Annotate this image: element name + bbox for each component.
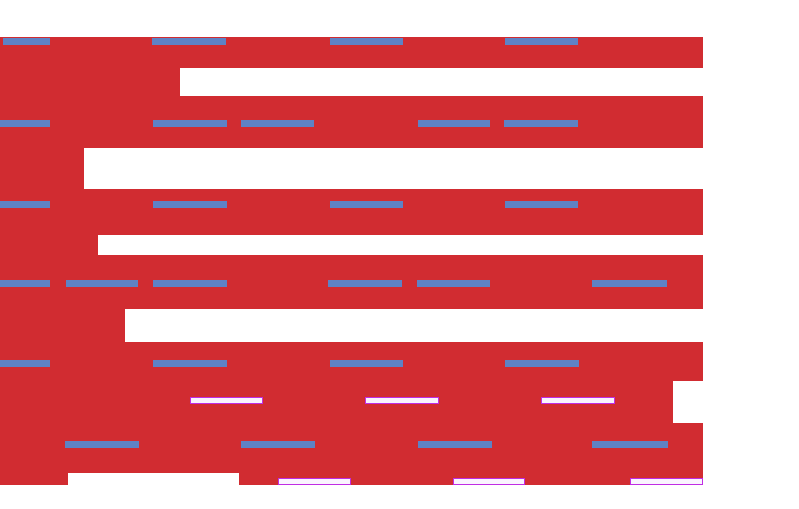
link-underline[interactable] [330,38,403,45]
link-underline[interactable] [418,120,490,127]
highlighted-link-underline[interactable] [541,397,615,404]
link-underline[interactable] [0,280,50,287]
link-underline[interactable] [592,280,667,287]
link-underline[interactable] [592,441,668,448]
link-underline[interactable] [66,280,138,287]
redacted-text-block [0,309,125,342]
link-underline[interactable] [505,360,579,367]
link-underline[interactable] [505,38,578,45]
link-underline[interactable] [3,38,50,45]
link-underline[interactable] [328,280,402,287]
link-underline[interactable] [418,441,492,448]
link-underline[interactable] [153,201,227,208]
redacted-text-block [0,68,180,96]
link-underline[interactable] [153,120,227,127]
redacted-text-block [0,96,703,148]
redacted-text-block [0,189,703,235]
link-underline[interactable] [0,201,50,208]
redacted-text-block [0,473,68,485]
highlighted-link-underline[interactable] [365,397,439,404]
link-underline[interactable] [330,201,403,208]
link-underline[interactable] [241,441,315,448]
link-underline[interactable] [330,360,403,367]
link-underline[interactable] [0,360,50,367]
link-underline[interactable] [241,120,314,127]
link-underline[interactable] [505,201,578,208]
redacted-text-block [0,235,98,255]
link-underline[interactable] [0,120,50,127]
highlighted-link-underline[interactable] [190,397,263,404]
link-underline[interactable] [152,38,226,45]
highlighted-link-underline[interactable] [453,478,525,485]
link-underline[interactable] [417,280,490,287]
highlighted-link-underline[interactable] [278,478,351,485]
redacted-text-block [0,148,84,189]
link-underline[interactable] [504,120,578,127]
link-underline[interactable] [65,441,139,448]
highlighted-link-underline[interactable] [630,478,703,485]
redacted-text-block [0,423,703,473]
link-underline[interactable] [153,280,227,287]
link-underline[interactable] [153,360,227,367]
